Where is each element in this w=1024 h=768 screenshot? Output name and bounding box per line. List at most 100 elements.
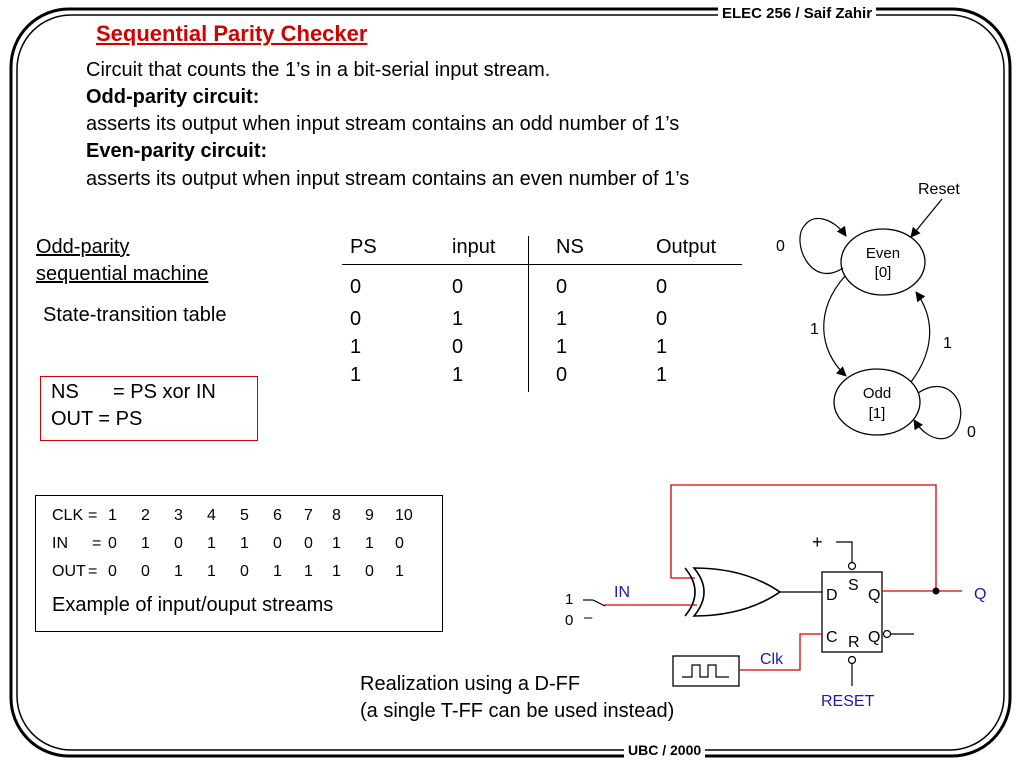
d-flip-flop: [821, 571, 883, 653]
ff-s-pin: S: [848, 577, 859, 594]
streams-caption: Example of input/ouput streams: [52, 594, 334, 616]
table-cell: 0: [350, 308, 362, 330]
row-eq: =: [88, 507, 98, 524]
set-bubble: [847, 561, 857, 571]
row-eq: =: [88, 563, 98, 580]
xor-gate: [692, 567, 782, 617]
stream-value: 10: [395, 507, 413, 524]
streams-box: CLK = 1 2 3 4 5 6 7 8 9 10 IN = 0 1 0 1 …: [35, 495, 443, 632]
stream-value: 0: [240, 563, 249, 580]
out-equation: OUT = PS: [51, 408, 143, 430]
row-label: CLK: [52, 507, 84, 524]
table-label: State-transition table: [43, 304, 227, 326]
table-cell: 1: [452, 364, 464, 386]
even-to-odd-label: 1: [810, 321, 819, 338]
odd-to-even-label: 1: [943, 335, 952, 352]
table-column-divider: [528, 236, 529, 392]
realization-line2: (a single T-FF can be used instead): [360, 700, 675, 722]
stream-value: 0: [174, 535, 183, 552]
table-cell: 0: [556, 364, 568, 386]
ff-c-pin: C: [826, 629, 838, 646]
odd-parity-description: asserts its output when input stream con…: [86, 113, 680, 135]
table-header: Output: [656, 236, 717, 258]
odd-to-even-arrow: [910, 291, 931, 383]
xor-gate-back-arc: [684, 567, 696, 617]
stream-value: 1: [273, 563, 282, 580]
table-cell: 0: [350, 276, 362, 298]
stream-value: 8: [332, 507, 341, 524]
stream-value: 1: [365, 535, 374, 552]
table-cell: 0: [452, 336, 464, 358]
table-cell: 1: [350, 336, 362, 358]
stream-value: 1: [304, 563, 313, 580]
footer-label: UBC / 2000: [624, 742, 706, 758]
streams-table: CLK = 1 2 3 4 5 6 7 8 9 10 IN = 0 1 0 1 …: [52, 502, 419, 586]
table-cell: 1: [556, 336, 568, 358]
table-header-rule: [342, 264, 742, 265]
out-row: OUT = 0 0 1 1 0 1 1 1 0 1: [52, 558, 419, 586]
stream-value: 1: [108, 507, 117, 524]
switch-lever: [592, 599, 606, 607]
table-header: PS: [350, 236, 377, 258]
machine-label-line2: sequential machine: [36, 263, 209, 285]
stream-value: 0: [395, 535, 404, 552]
row-label: OUT: [52, 563, 86, 580]
ff-qbar-pin: Q: [868, 629, 880, 646]
odd-state: [833, 368, 921, 436]
stream-value: 1: [207, 563, 216, 580]
reset-arrow: [910, 198, 943, 238]
stream-value: 1: [395, 563, 404, 580]
clock-source: [672, 655, 740, 687]
table-cell: 0: [656, 308, 668, 330]
clk-label: Clk: [760, 651, 784, 668]
ns-label: NS: [51, 381, 79, 403]
table-header: input: [452, 236, 496, 258]
course-header: ELEC 256 / Saif Zahir: [718, 5, 877, 22]
ff-r-pin: R: [848, 634, 860, 651]
even-state-code: [0]: [875, 264, 892, 281]
reset-bubble: [847, 655, 857, 665]
reset-label: Reset: [918, 181, 960, 198]
stream-value: 0: [108, 563, 117, 580]
clock-wire: [739, 633, 822, 671]
stream-value: 4: [207, 507, 216, 524]
stream-value: 1: [207, 535, 216, 552]
row-label: IN: [52, 535, 68, 552]
reset-label: RESET: [821, 693, 875, 710]
odd-self-loop: [913, 386, 962, 440]
ff-d-pin: D: [826, 587, 838, 604]
switch-contact-zero: –: [584, 609, 593, 626]
stream-value: 1: [332, 563, 341, 580]
even-self-loop: [799, 217, 847, 275]
table-cell: 1: [656, 336, 668, 358]
even-parity-description: asserts its output when input stream con…: [86, 168, 690, 190]
odd-state-name: Odd: [863, 385, 891, 402]
machine-label-line1: Odd-parity: [36, 236, 130, 258]
q-junction: [932, 587, 940, 595]
state-diagram: Reset Even [0] Odd [1] 0 0 1 1: [776, 181, 976, 441]
realization-line1: Realization using a D-FF: [360, 673, 581, 695]
in-label: IN: [614, 584, 630, 601]
stream-value: 2: [141, 507, 150, 524]
table-cell: 0: [556, 276, 568, 298]
stream-value: 1: [141, 535, 150, 552]
switch-one-label: 1: [565, 591, 573, 608]
switch-zero-label: 0: [565, 612, 573, 629]
stream-value: 0: [108, 535, 117, 552]
plus-label: +: [812, 532, 823, 552]
in-row: IN = 0 1 0 1 1 0 0 1 1 0: [52, 530, 419, 558]
stream-value: 0: [273, 535, 282, 552]
stream-value: 1: [332, 535, 341, 552]
stream-value: 1: [240, 535, 249, 552]
clk-row: CLK = 1 2 3 4 5 6 7 8 9 10: [52, 502, 419, 530]
stream-value: 6: [273, 507, 282, 524]
odd-parity-heading: Odd-parity circuit:: [86, 86, 260, 108]
ns-equation: = PS xor IN: [113, 381, 216, 403]
even-self-loop-label: 0: [776, 238, 785, 255]
table-cell: 0: [452, 276, 464, 298]
qbar-bubble: [882, 629, 892, 639]
even-state-name: Even: [866, 245, 900, 262]
table-cell: 1: [452, 308, 464, 330]
odd-state-code: [1]: [869, 405, 886, 422]
